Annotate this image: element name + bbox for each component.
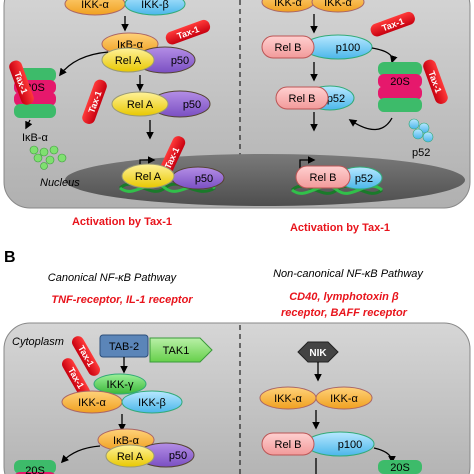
ikk-beta-b bbox=[121, 390, 183, 414]
rel-a-free-label: Rel A bbox=[127, 99, 154, 111]
tax1-shape bbox=[9, 60, 34, 105]
rel-a-nucleus-label: Rel A bbox=[135, 171, 162, 183]
arrow bbox=[348, 117, 393, 131]
rel-b-2 bbox=[275, 86, 329, 110]
proteasome-b-nc-label: 20S bbox=[390, 462, 410, 474]
p52-nucleus-label: p52 bbox=[355, 173, 373, 185]
arrow bbox=[59, 51, 109, 77]
ikk-alpha-a-label: IKK-α bbox=[81, 0, 109, 11]
ikk-alpha-b-nc-2 bbox=[315, 386, 373, 410]
canonical-title: Canonical NF-κB Pathway bbox=[48, 272, 178, 284]
tab2-label: TAB-2 bbox=[109, 341, 139, 353]
rel-a-complex-label: Rel A bbox=[115, 55, 142, 67]
p50-free-label: p50 bbox=[183, 99, 201, 111]
ikk-alpha-a-nc-2 bbox=[311, 0, 365, 13]
proteasome-b: 20S bbox=[14, 460, 56, 474]
ikk-beta-a bbox=[124, 0, 186, 16]
nik-label: NIK bbox=[309, 348, 327, 359]
ikk-beta-a-label: IKK-β bbox=[141, 0, 169, 11]
tak1 bbox=[149, 337, 213, 363]
proteasome-b-nc: 20S bbox=[378, 460, 422, 474]
p100-label: p100 bbox=[336, 42, 360, 54]
p100-b-label: p100 bbox=[338, 439, 362, 451]
rel-b-2-label: Rel B bbox=[289, 93, 316, 105]
arrow bbox=[60, 445, 101, 464]
noncanonical-receptor-line1: CD40, lymphotoxin β bbox=[289, 291, 399, 303]
arrow bbox=[25, 119, 33, 130]
rel-a-nucleus bbox=[121, 163, 175, 189]
ikk-alpha-b-nc-2-label: IKK-α bbox=[330, 393, 358, 405]
rel-b-label: Rel B bbox=[275, 42, 302, 54]
rel-a-free bbox=[111, 91, 169, 117]
activation-label-canonical: Activation by Tax-1 bbox=[72, 216, 172, 228]
ikb-alpha-b-label: IκB-α bbox=[113, 435, 140, 447]
rel-b-nucleus-label: Rel B bbox=[310, 172, 337, 184]
noncanonical-receptor-line2: receptor, BAFF receptor bbox=[281, 307, 408, 319]
tax1-shape bbox=[62, 358, 90, 398]
rel-b-b bbox=[261, 432, 315, 456]
tax1-shape bbox=[82, 79, 107, 124]
p52-fragments bbox=[408, 118, 434, 143]
arrow bbox=[371, 47, 398, 64]
canonical-receptor: TNF-receptor, IL-1 receptor bbox=[51, 294, 193, 306]
ikk-alpha-a-nc-1-label: IKK-α bbox=[274, 0, 302, 9]
rel-b-b-label: Rel B bbox=[275, 439, 302, 451]
rel-a-b-label: Rel A bbox=[117, 451, 144, 463]
noncanonical-title: Non-canonical NF-κB Pathway bbox=[273, 268, 424, 280]
ikk-gamma bbox=[93, 373, 147, 395]
ikk-beta-b-label: IKK-β bbox=[138, 397, 166, 409]
tax1-shape bbox=[72, 336, 100, 376]
proteasome-a-nc-label: 20S bbox=[390, 76, 410, 88]
panel-b-label: B bbox=[4, 249, 16, 266]
proteasome-a-nc: 20S bbox=[378, 62, 422, 112]
p50-complex-label: p50 bbox=[171, 55, 189, 67]
rel-b-nucleus bbox=[295, 165, 351, 189]
tak1-label: TAK1 bbox=[163, 345, 190, 357]
cytoplasm-label: Cytoplasm bbox=[12, 336, 64, 348]
degraded-ikb-label: IκB-α bbox=[22, 132, 49, 144]
p52-free-label: p52 bbox=[412, 147, 430, 159]
ikk-alpha-a-nc-2-label: IKK-α bbox=[324, 0, 352, 9]
p50-b-label: p50 bbox=[169, 450, 187, 462]
rel-a-b bbox=[105, 444, 155, 468]
tax1-shape bbox=[370, 11, 415, 37]
p50-nucleus-label: p50 bbox=[195, 173, 213, 185]
ikk-alpha-b-label: IKK-α bbox=[78, 397, 106, 409]
rel-b bbox=[261, 35, 315, 59]
ikk-gamma-label: IKK-γ bbox=[107, 379, 134, 391]
tax1-shape bbox=[423, 59, 448, 104]
nik bbox=[297, 341, 339, 363]
activation-label-noncanonical: Activation by Tax-1 bbox=[290, 222, 390, 234]
proteasome-b-label: 20S bbox=[25, 465, 45, 474]
nucleus-label: Nucleus bbox=[40, 177, 80, 189]
tax1-shape bbox=[165, 19, 211, 45]
rel-a-complex bbox=[101, 47, 155, 73]
p52-label: p52 bbox=[327, 93, 345, 105]
ikk-alpha-b-nc-1-label: IKK-α bbox=[274, 393, 302, 405]
degraded-fragments bbox=[29, 145, 67, 170]
